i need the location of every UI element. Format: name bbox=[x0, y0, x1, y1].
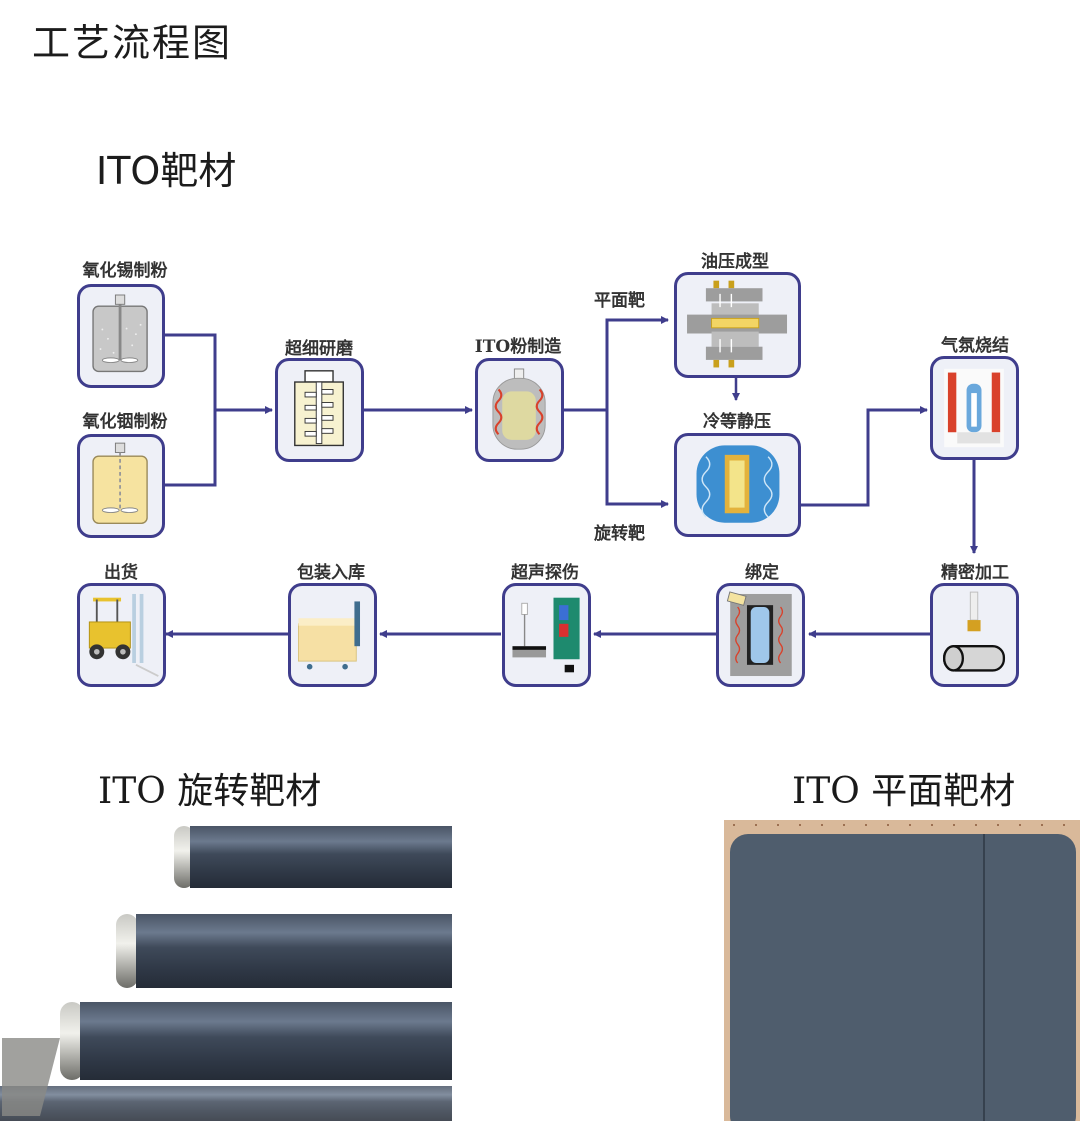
step-box-indium-oxide-powder bbox=[77, 434, 165, 538]
rotary-tube-4 bbox=[0, 1086, 452, 1121]
stirred-tank-yellow-icon bbox=[92, 442, 148, 524]
step-box-ito-powder-making bbox=[475, 358, 564, 462]
section-title: ITO靶材 bbox=[96, 149, 237, 193]
step-label-ultrasonic-inspection: 超声探伤 bbox=[511, 563, 579, 583]
bonding-tube-icon bbox=[726, 591, 792, 677]
rotary-tube-3 bbox=[60, 1002, 452, 1080]
step-label-packaging-storage: 包装入库 bbox=[297, 563, 365, 583]
step-box-shipping bbox=[77, 583, 166, 687]
step-label-tin-oxide-powder: 氧化锡制粉 bbox=[82, 261, 168, 281]
step-label-indium-oxide-powder: 氧化铟制粉 bbox=[82, 412, 168, 432]
connector-split-rotary bbox=[605, 410, 669, 508]
step-label-ito-powder-making: ITO粉制造 bbox=[474, 337, 562, 357]
packing-crate-icon bbox=[297, 601, 361, 670]
step-box-cold-isostatic-pressing bbox=[674, 433, 801, 537]
connector-tin-to-merge bbox=[163, 333, 217, 487]
step-box-ultrasonic-inspection bbox=[502, 583, 591, 687]
step-box-bonding bbox=[716, 583, 805, 687]
planar-target-photo bbox=[724, 820, 1080, 1121]
branch-label-rotary: 旋转靶 bbox=[594, 524, 645, 544]
rotary-tube-2 bbox=[116, 914, 452, 988]
machining-cylinder-icon bbox=[943, 591, 1006, 672]
grinding-mill-icon bbox=[294, 370, 344, 447]
ultrasonic-tester-icon bbox=[512, 597, 580, 673]
branch-label-planar: 平面靶 bbox=[594, 291, 645, 311]
planar-target-title: ITO 平面靶材 bbox=[792, 771, 1016, 812]
hydraulic-press-icon bbox=[687, 280, 788, 368]
step-label-hydraulic-forming: 油压成型 bbox=[701, 252, 769, 272]
step-label-shipping: 出货 bbox=[104, 563, 138, 583]
step-label-precision-machining: 精密加工 bbox=[941, 563, 1009, 583]
page-title: 工艺流程图 bbox=[32, 21, 233, 65]
isostatic-press-icon bbox=[696, 445, 780, 523]
rotary-tube-1 bbox=[174, 826, 452, 888]
step-box-ultrafine-grinding bbox=[275, 358, 364, 462]
forklift-icon bbox=[88, 593, 159, 677]
step-box-tin-oxide-powder bbox=[77, 284, 165, 388]
heated-reactor-icon bbox=[492, 368, 546, 450]
step-box-hydraulic-forming bbox=[674, 272, 801, 378]
rotary-target-title: ITO 旋转靶材 bbox=[98, 771, 322, 812]
step-label-bonding: 绑定 bbox=[745, 563, 779, 583]
step-label-atmosphere-sintering: 气氛烧结 bbox=[941, 336, 1009, 356]
step-label-ultrafine-grinding: 超细研磨 bbox=[285, 339, 353, 359]
sintering-furnace-icon bbox=[944, 368, 1004, 448]
connector-cip-to-sintering bbox=[800, 406, 928, 507]
stirred-tank-gray-icon bbox=[92, 294, 148, 373]
connector-split-planar bbox=[605, 316, 669, 410]
step-box-precision-machining bbox=[930, 583, 1019, 687]
step-box-atmosphere-sintering bbox=[930, 356, 1019, 460]
step-label-cold-isostatic-pressing: 冷等静压 bbox=[703, 412, 771, 432]
step-box-packaging-storage bbox=[288, 583, 377, 687]
rotary-target-photo bbox=[0, 820, 452, 1121]
